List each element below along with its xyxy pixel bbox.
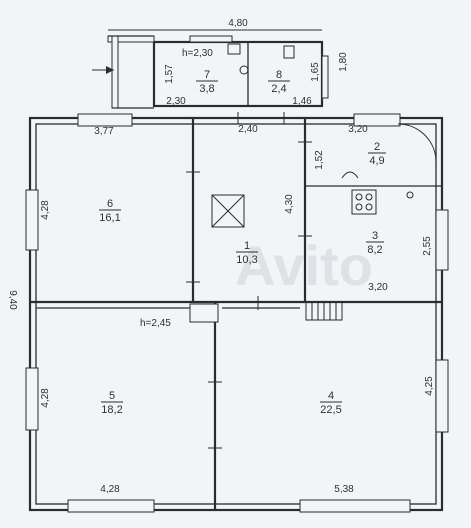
svg-text:7: 7	[204, 69, 210, 81]
interior-walls	[30, 112, 442, 510]
stove-icon	[211, 194, 245, 228]
svg-text:4,28: 4,28	[40, 388, 51, 408]
svg-text:22,5: 22,5	[320, 404, 341, 416]
house-walls	[25, 113, 449, 513]
svg-text:2,55: 2,55	[422, 236, 433, 256]
svg-text:1,65: 1,65	[310, 62, 321, 82]
room-5-label: 5 18,2	[101, 390, 123, 416]
svg-text:2,30: 2,30	[166, 96, 186, 107]
room-7-label: 7 3,8	[196, 69, 218, 95]
room-2-label: 2 4,9	[368, 141, 386, 167]
svg-text:4: 4	[328, 390, 334, 402]
svg-text:2: 2	[374, 141, 380, 153]
room-6-label: 6 16,1	[99, 198, 121, 224]
svg-text:4,25: 4,25	[424, 376, 435, 396]
svg-text:18,2: 18,2	[101, 404, 122, 416]
svg-text:1,57: 1,57	[164, 64, 175, 84]
svg-text:5: 5	[109, 390, 115, 402]
dimension-labels: 4,80 1,57 1,65 1,80 2,30 1,46 3,77 2,40 …	[7, 18, 435, 495]
svg-text:5,38: 5,38	[334, 484, 354, 495]
panel-icon	[227, 43, 241, 55]
svg-text:3,8: 3,8	[199, 83, 214, 95]
svg-text:1: 1	[244, 240, 250, 252]
sink-icon	[341, 171, 359, 179]
svg-text:8,2: 8,2	[367, 244, 382, 256]
svg-text:4,28: 4,28	[40, 200, 51, 220]
svg-text:3,77: 3,77	[94, 126, 114, 137]
svg-text:4,28: 4,28	[100, 484, 120, 495]
room-1-label: 1 10,3	[236, 240, 258, 266]
room-3-label: 3 8,2	[366, 230, 384, 256]
svg-text:3,20: 3,20	[348, 124, 368, 135]
hob-icon	[351, 189, 377, 215]
fixtures	[211, 43, 437, 321]
svg-text:2,4: 2,4	[271, 83, 286, 95]
svg-text:3,20: 3,20	[368, 282, 388, 293]
svg-text:10,3: 10,3	[236, 254, 257, 266]
meter-icon	[239, 65, 249, 75]
svg-text:4,30: 4,30	[284, 194, 295, 214]
annex-walls	[92, 35, 329, 109]
svg-text:6: 6	[107, 198, 113, 210]
svg-text:4,80: 4,80	[228, 18, 248, 29]
svg-text:8: 8	[276, 69, 282, 81]
room-8-label: 8 2,4	[268, 69, 290, 95]
house-height: h=2,45	[140, 318, 171, 329]
door-swing-icon	[397, 123, 437, 163]
toilet-icon	[283, 45, 295, 59]
svg-text:16,1: 16,1	[99, 212, 120, 224]
room-4-label: 4 22,5	[320, 390, 342, 416]
svg-text:1,52: 1,52	[314, 150, 325, 170]
svg-text:1,46: 1,46	[292, 96, 312, 107]
svg-text:1,80: 1,80	[338, 52, 349, 72]
svg-text:3: 3	[372, 230, 378, 242]
veranda-height: h=2,30	[182, 48, 213, 59]
svg-text:9,40: 9,40	[7, 290, 18, 310]
svg-text:4,9: 4,9	[369, 155, 384, 167]
svg-text:2,40: 2,40	[238, 124, 258, 135]
